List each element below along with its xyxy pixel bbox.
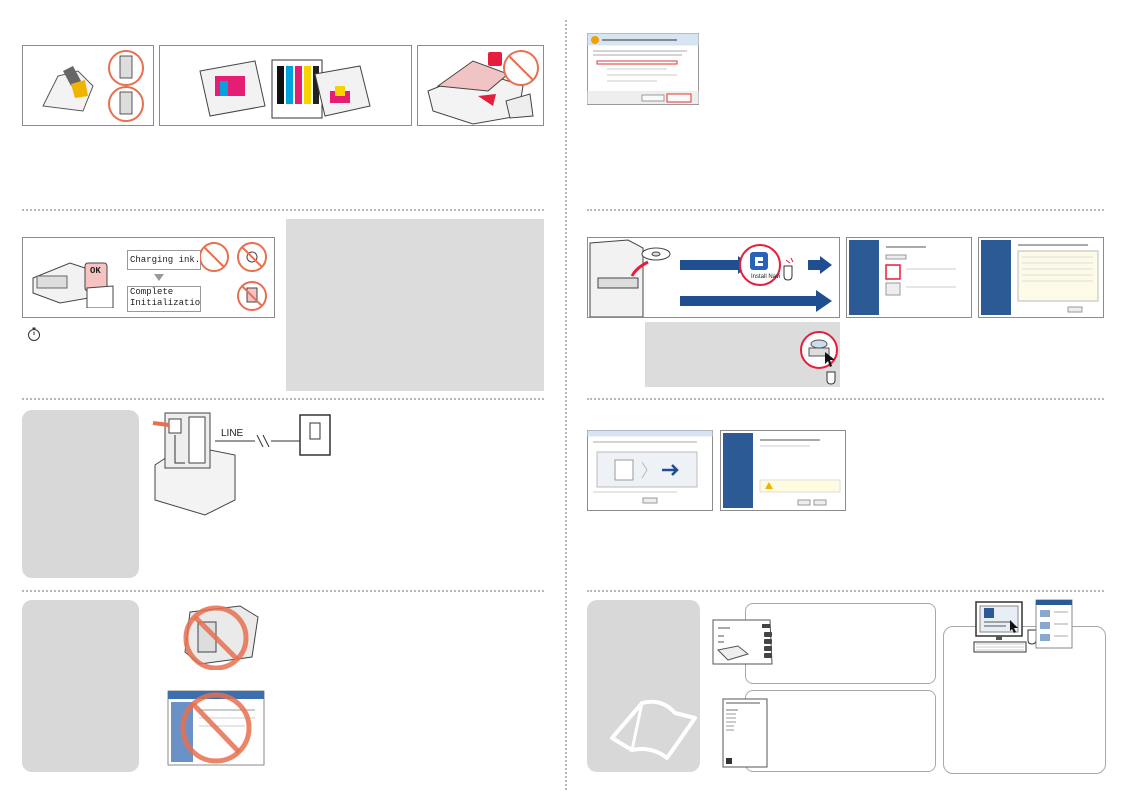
lcd-charging-text: Charging ink... Plea bbox=[130, 255, 201, 265]
divider bbox=[587, 398, 1104, 400]
start-here-sheet-icon bbox=[722, 698, 768, 768]
lcd-complete-message: Complete Initialization is com bbox=[127, 286, 201, 312]
lcd-charging-message: Charging ink... Plea bbox=[127, 250, 201, 270]
divider bbox=[587, 209, 1104, 211]
cd-drive-icon-callout bbox=[800, 331, 838, 385]
cartridge-unpack-illustration bbox=[22, 45, 154, 126]
divider bbox=[587, 590, 1104, 592]
divider bbox=[22, 590, 544, 592]
manual-callout-lower bbox=[745, 690, 936, 772]
lcd-complete-line2: Initialization is com bbox=[130, 298, 201, 308]
install-navi-label: Install Navi bbox=[751, 274, 781, 280]
ok-button-label: OK bbox=[90, 266, 101, 276]
column-divider bbox=[565, 20, 567, 790]
lcd-complete-line1: Complete bbox=[130, 287, 174, 297]
no-hardware-wizard-prohibited-icon bbox=[167, 690, 265, 766]
side-tab-panel bbox=[22, 410, 139, 578]
side-tab-panel bbox=[22, 600, 139, 772]
ink-charging-illustration: OK Charging ink... Plea Complete Initial… bbox=[22, 237, 275, 318]
note-panel bbox=[286, 219, 544, 391]
installer-window-screenshot bbox=[846, 237, 972, 318]
basic-guide-booklet-icon bbox=[712, 619, 773, 665]
line-port-label: LINE bbox=[221, 428, 244, 439]
stopwatch-icon bbox=[28, 327, 40, 341]
divider bbox=[22, 209, 544, 211]
windows-firewall-dialog-screenshot bbox=[587, 33, 699, 105]
connection-screen-screenshot bbox=[587, 430, 713, 511]
open-book-icon bbox=[610, 699, 697, 760]
manual-tab-panel bbox=[587, 600, 700, 772]
manual-callout-upper bbox=[745, 603, 936, 684]
no-usb-connect-prohibited-icon bbox=[183, 605, 259, 670]
down-arrow-icon bbox=[154, 274, 164, 281]
cd-install-illustration: Install Navi bbox=[587, 237, 840, 318]
close-scanner-illustration bbox=[417, 45, 544, 126]
install-complete-screenshot bbox=[720, 430, 846, 511]
license-agreement-screenshot bbox=[978, 237, 1104, 318]
computer-online-guide-illustration bbox=[973, 599, 1073, 653]
phone-line-connection-illustration bbox=[152, 412, 331, 516]
divider bbox=[22, 398, 544, 400]
cartridge-install-illustration bbox=[159, 45, 412, 126]
